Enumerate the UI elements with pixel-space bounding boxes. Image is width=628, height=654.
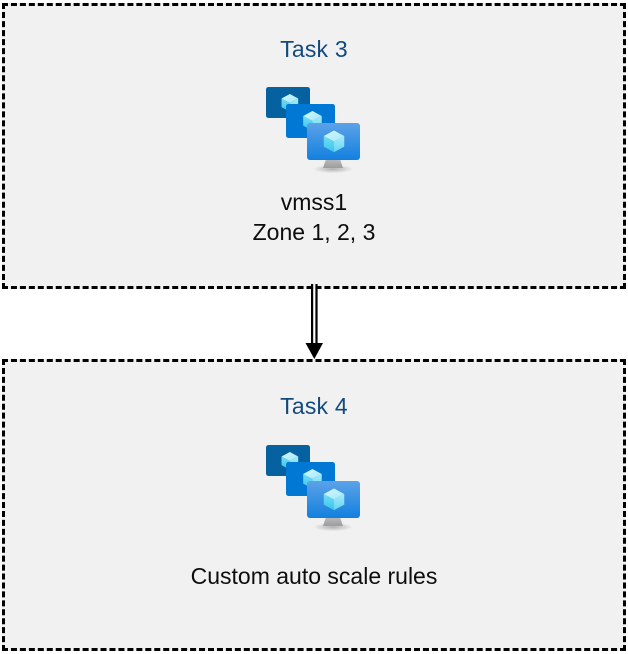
task4-caption: Custom auto scale rules xyxy=(191,561,438,591)
task3-heading: Task 3 xyxy=(280,36,348,62)
task3-caption-line-1: vmss1 xyxy=(280,189,348,215)
task-box-task4[interactable]: Task 4 xyxy=(2,359,626,651)
connector-arrow-task3-to-task4 xyxy=(305,284,323,359)
task-box-task3[interactable]: Task 3 xyxy=(2,3,626,289)
task3-caption: vmss1 Zone 1, 2, 3 xyxy=(253,187,376,247)
task4-caption-line-1: Custom auto scale rules xyxy=(190,563,438,589)
azure-vm-scale-set-icon xyxy=(266,445,360,532)
task4-heading: Task 4 xyxy=(280,393,348,419)
azure-vm-scale-set-icon xyxy=(266,87,360,174)
task3-caption-line-2: Zone 1, 2, 3 xyxy=(252,219,376,245)
